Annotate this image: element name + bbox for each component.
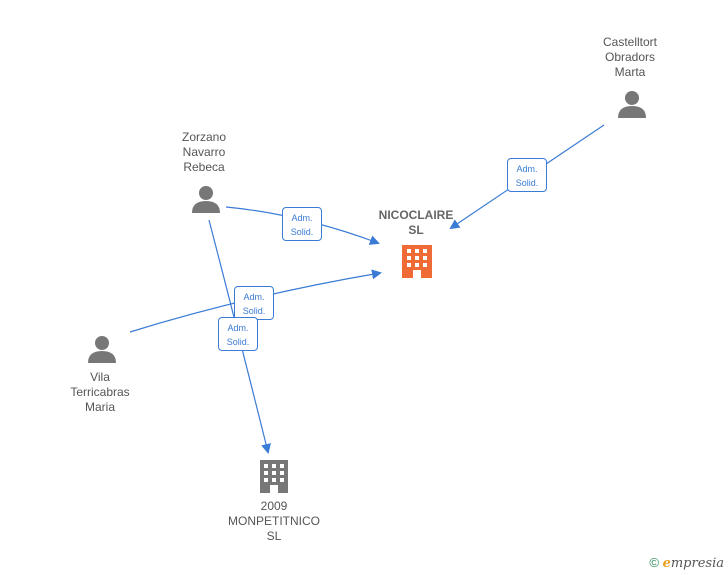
edge-label-monpetitnico: Adm. Solid.: [218, 317, 258, 351]
company-label-nicoclaire[interactable]: NICOCLAIRE SL: [378, 208, 454, 237]
person-label-castelltort[interactable]: Castelltort Obradors Marta: [602, 35, 658, 79]
edge-label-zorzano: Adm. Solid.: [282, 207, 322, 241]
person-icon-vila[interactable]: [88, 336, 116, 363]
copyright-icon: ©: [649, 555, 659, 570]
building-icon[interactable]: [260, 460, 288, 493]
person-icon-zorzano[interactable]: [192, 186, 220, 213]
brand-logo: empresia: [662, 556, 724, 571]
edge-label-castelltort: Adm. Solid.: [507, 158, 547, 192]
edge-label-vila: Adm. Solid.: [234, 286, 274, 320]
brand-watermark: © empresia: [649, 555, 724, 571]
building-icon-highlight[interactable]: [402, 245, 432, 278]
company-label-monpetitnico[interactable]: 2009 MONPETITNICO SL: [228, 499, 320, 543]
person-label-vila[interactable]: Vila Terricabras Maria: [70, 370, 130, 414]
person-icon-castelltort[interactable]: [618, 91, 646, 118]
person-label-zorzano[interactable]: Zorzano Navarro Rebeca: [181, 130, 227, 174]
